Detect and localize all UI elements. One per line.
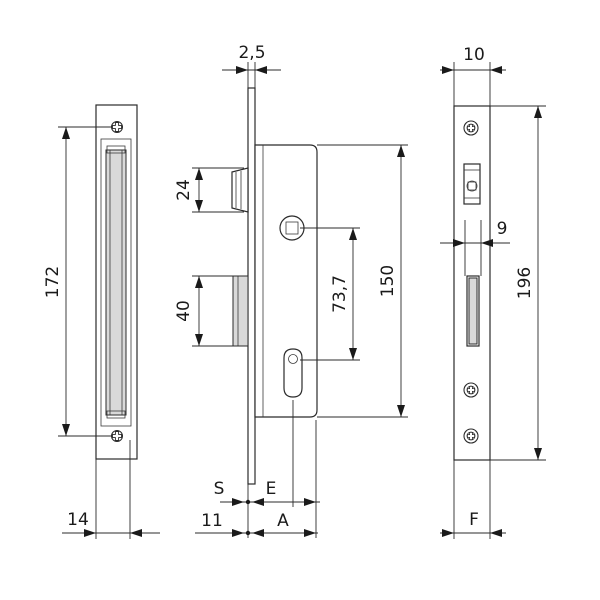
- round-screw-icon: [463, 428, 479, 444]
- dimension-label-40: 40: [174, 300, 194, 322]
- dimension-10: 10: [440, 45, 506, 106]
- dimension-label-11: 11: [201, 511, 223, 531]
- latch-window: [463, 163, 481, 205]
- dimension-196: 196: [490, 105, 546, 461]
- follower-square-icon: [285, 221, 299, 235]
- dimension-11-a: 11 A: [195, 511, 318, 537]
- dimension-150: 150: [317, 144, 408, 418]
- dimension-label-196: 196: [515, 267, 535, 299]
- striker-plate-recess: [100, 138, 132, 427]
- bolt-window: [466, 275, 480, 347]
- dimension-label-a: A: [277, 511, 289, 531]
- dimension-label-s: S: [214, 479, 225, 499]
- dimension-14: 14: [62, 440, 160, 539]
- round-screw-icon: [463, 382, 479, 398]
- dimension-label-73-7: 73,7: [330, 275, 350, 313]
- dimension-label-150: 150: [378, 265, 398, 297]
- lock-body-view: 2,5 24 40 73,7: [174, 43, 408, 538]
- dimension-label-24: 24: [174, 179, 194, 201]
- striker-plate-slot: [105, 149, 127, 416]
- cylinder-hole: [283, 348, 303, 398]
- dimension-label-f: F: [469, 510, 479, 530]
- dimension-label-9: 9: [497, 219, 508, 239]
- faceplate: [247, 87, 256, 485]
- dimension-s-e: S E: [214, 400, 320, 538]
- cross-screw-icon: [111, 430, 123, 442]
- latch: [231, 167, 249, 213]
- dimension-f: F: [440, 460, 506, 539]
- dimension-label-172: 172: [43, 266, 63, 298]
- dimension-label-14: 14: [67, 510, 89, 530]
- dimension-172: 172: [43, 126, 112, 437]
- dimension-label-2-5: 2,5: [238, 43, 265, 63]
- dimension-label-e: E: [266, 479, 277, 499]
- front-plate-view: 10 9 196 F: [440, 45, 546, 539]
- round-screw-icon: [463, 120, 479, 136]
- deadbolt: [232, 275, 249, 347]
- dimension-24: 24: [174, 167, 244, 213]
- striker-plate-view: 172 14: [43, 104, 160, 539]
- lock-case: [254, 144, 318, 418]
- cross-screw-icon: [111, 121, 123, 133]
- dimension-73-7: 73,7: [300, 227, 360, 361]
- dimension-label-10: 10: [463, 45, 485, 65]
- dimension-40: 40: [174, 275, 244, 347]
- dimension-2-5: 2,5: [222, 43, 281, 88]
- dimension-9: 9: [440, 219, 510, 276]
